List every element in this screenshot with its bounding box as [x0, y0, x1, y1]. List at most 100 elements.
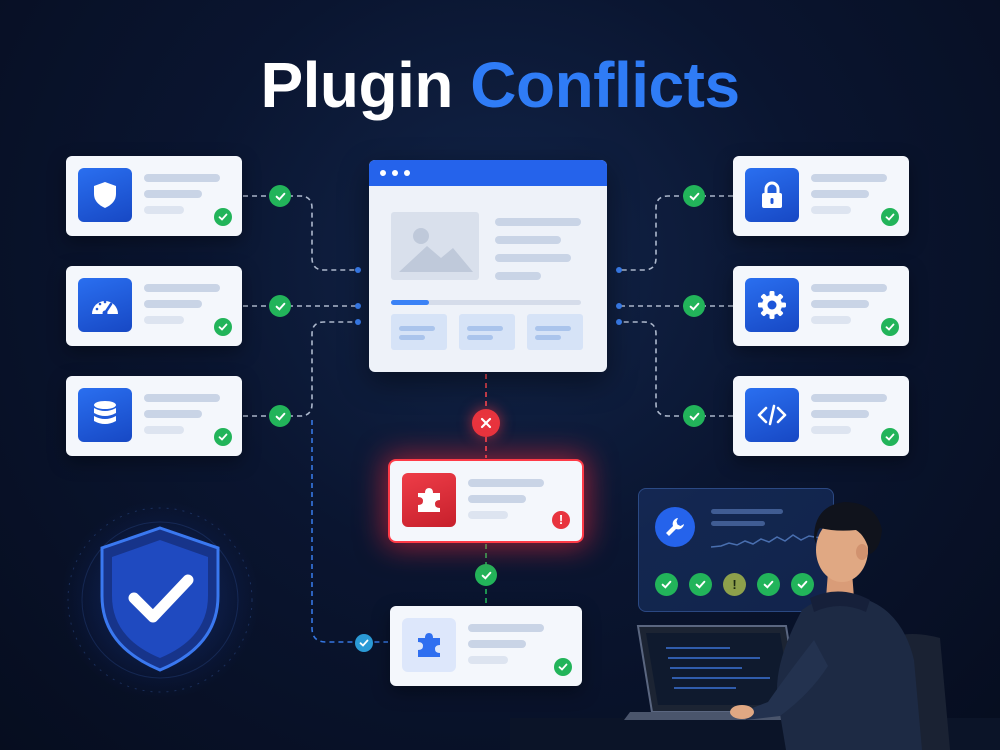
content-block: [391, 314, 447, 350]
gauge-icon: [92, 300, 118, 316]
plugin-card-security[interactable]: [66, 156, 242, 236]
lock-icon: [762, 181, 782, 208]
text-placeholder: [144, 284, 220, 292]
text-placeholder: [495, 236, 561, 244]
joint-dot: [355, 319, 361, 325]
check-icon: [554, 658, 572, 676]
page-title: Plugin Conflicts: [0, 48, 1000, 122]
check-icon: [881, 428, 899, 446]
text-placeholder: [495, 218, 581, 226]
text-placeholder: [144, 394, 220, 402]
text-placeholder: [468, 511, 508, 519]
developer-illustration: [510, 502, 1000, 750]
connector-fixed: [311, 420, 388, 643]
check-icon: [689, 573, 712, 596]
gear-icon: [758, 291, 786, 319]
text-placeholder: [811, 394, 887, 402]
content-block: [459, 314, 515, 350]
text-placeholder: [144, 206, 184, 214]
image-icon: [399, 228, 473, 272]
content-block: [527, 314, 583, 350]
security-shield-icon: [67, 507, 253, 693]
progress-bar: [391, 300, 581, 305]
window-dot: [404, 170, 410, 176]
text-placeholder: [468, 656, 508, 664]
status-row: !: [655, 573, 814, 596]
plugin-card-code[interactable]: [733, 376, 909, 456]
joint-dot: [616, 303, 622, 309]
website-window: [369, 160, 607, 372]
plugin-card-performance[interactable]: [66, 266, 242, 346]
text-placeholder: [144, 300, 202, 308]
text-placeholder: [811, 426, 851, 434]
text-placeholder: [711, 521, 765, 526]
warning-icon: !: [723, 573, 746, 596]
diagnostics-panel: !: [638, 488, 834, 612]
text-placeholder: [144, 316, 184, 324]
puzzle-tile: [402, 618, 456, 672]
text-placeholder: [495, 272, 541, 280]
text-placeholder: [811, 174, 887, 182]
text-placeholder: [811, 284, 887, 292]
connector-right-1: [620, 195, 733, 271]
window-titlebar: [369, 160, 607, 186]
resolved-plugin-card[interactable]: [390, 606, 582, 686]
laptop: [624, 625, 816, 720]
warning-icon: !: [552, 511, 570, 529]
plugin-card-database[interactable]: [66, 376, 242, 456]
conflicting-plugin-card[interactable]: !: [390, 461, 582, 541]
check-icon: [214, 428, 232, 446]
window-dot: [392, 170, 398, 176]
wrench-tile: [655, 507, 695, 547]
activity-graph: [711, 534, 821, 548]
text-placeholder: [468, 479, 544, 487]
window-dot: [380, 170, 386, 176]
text-placeholder: [495, 254, 571, 262]
text-placeholder: [144, 426, 184, 434]
connector-left-1: [243, 195, 357, 271]
database-tile: [78, 388, 132, 442]
shield-icon: [94, 182, 116, 208]
text-placeholder: [144, 190, 202, 198]
database-icon: [94, 401, 116, 424]
text-placeholder: [811, 410, 869, 418]
plugin-card-settings[interactable]: [733, 266, 909, 346]
code-icon: [757, 404, 787, 426]
connector-left-3: [243, 321, 357, 417]
joint-dot: [616, 267, 622, 273]
connector-right-3: [620, 321, 733, 417]
text-placeholder: [468, 640, 526, 648]
code-tile: [745, 388, 799, 442]
text-placeholder: [144, 410, 202, 418]
title-main: Plugin: [260, 49, 453, 121]
text-placeholder: [811, 316, 851, 324]
check-icon: [757, 573, 780, 596]
puzzle-icon: [418, 633, 440, 657]
check-icon: [214, 208, 232, 226]
check-icon: [683, 185, 705, 207]
title-accent: Conflicts: [470, 49, 740, 121]
text-placeholder: [811, 300, 869, 308]
text-placeholder: [468, 624, 544, 632]
gear-tile: [745, 278, 799, 332]
check-icon: [355, 634, 373, 652]
check-icon: [881, 318, 899, 336]
puzzle-tile: [402, 473, 456, 527]
check-icon: [881, 208, 899, 226]
text-placeholder: [811, 190, 869, 198]
joint-dot: [355, 267, 361, 273]
check-icon: [791, 573, 814, 596]
gauge-tile: [78, 278, 132, 332]
check-icon: [214, 318, 232, 336]
joint-dot: [616, 319, 622, 325]
check-icon: [655, 573, 678, 596]
error-x-icon: [472, 409, 500, 437]
plugin-card-lock[interactable]: [733, 156, 909, 236]
puzzle-icon: [418, 488, 440, 512]
check-icon: [269, 405, 291, 427]
check-icon: [683, 295, 705, 317]
text-placeholder: [468, 495, 526, 503]
check-icon: [269, 185, 291, 207]
text-placeholder: [711, 509, 783, 514]
check-icon: [475, 564, 497, 586]
